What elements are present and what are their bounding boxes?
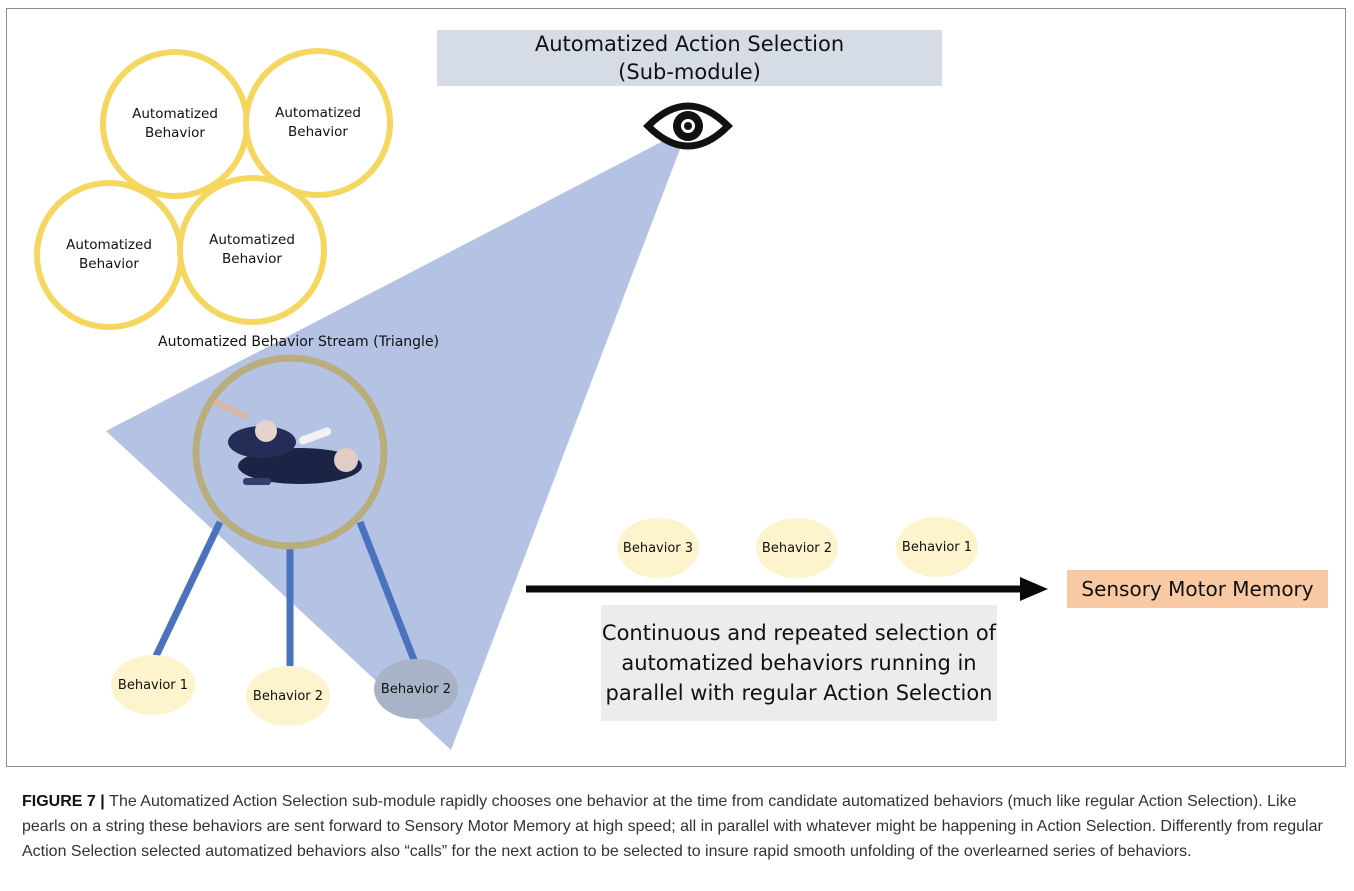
triangle-behavior: Behavior 2 [246,666,330,726]
submodule-title: Automatized Action Selection (Sub-module… [437,30,942,86]
sensory-motor-memory-box: Sensory Motor Memory [1067,570,1328,608]
automatized-behavior-circle: Automatized Behavior [243,48,393,198]
grappling-photo [192,354,388,550]
behavior-stream-triangle [106,128,688,750]
note-line-3: parallel with regular Action Selection [605,681,993,705]
note-line-1: Continuous and repeated selection of [601,621,997,645]
figure-frame [6,8,1346,767]
automatized-behavior-circle: Automatized Behavior [100,49,250,199]
connector-line-left [152,520,224,658]
triangle-behavior: Behavior 1 [111,655,195,715]
caption-text: The Automatized Action Selection sub-mod… [22,793,1323,860]
note-line-2: automatized behaviors running in [621,651,977,675]
triangle-behavior: Behavior 2 [374,659,458,719]
pearl-behavior: Behavior 2 [756,518,838,578]
pearl-behavior: Behavior 1 [896,517,978,577]
automatized-behavior-circle: Automatized Behavior [34,180,184,330]
figure-caption: FIGURE 7 | The Automatized Action Select… [22,789,1338,864]
pearl-string-arrow [526,577,1048,601]
automatized-behavior-circle: Automatized Behavior [177,175,327,325]
figure-label: FIGURE 7 [22,793,96,810]
title-line-1: Automatized Action Selection [534,32,845,56]
automatized-behavior-label: Automatized Behavior [275,105,361,140]
title-line-2: (Sub-module) [618,60,761,84]
continuous-selection-note: Continuous and repeated selection of aut… [601,605,997,721]
eye-icon [643,102,733,150]
automatized-behavior-label: Automatized Behavior [209,232,295,267]
automatized-behavior-label: Automatized Behavior [66,237,152,272]
caption-separator: | [95,793,110,810]
pearl-behavior: Behavior 3 [617,518,699,578]
automatized-behavior-label: Automatized Behavior [132,106,218,141]
connector-line-right [356,520,418,662]
stream-label: Automatized Behavior Stream (Triangle) [158,334,440,350]
